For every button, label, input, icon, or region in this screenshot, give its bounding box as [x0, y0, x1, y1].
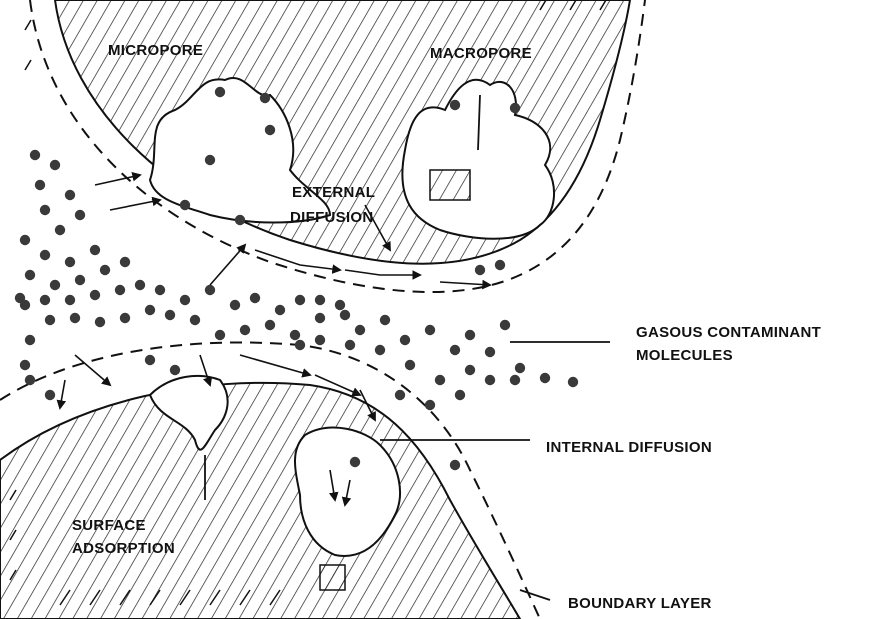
molecule — [350, 457, 360, 467]
molecule — [340, 310, 350, 320]
molecule — [35, 180, 45, 190]
molecule — [465, 330, 475, 340]
molecule — [50, 280, 60, 290]
molecule — [20, 300, 30, 310]
molecule — [135, 280, 145, 290]
molecule — [425, 400, 435, 410]
label-macropore: MACROPORE — [430, 45, 532, 62]
molecule — [40, 250, 50, 260]
molecule — [290, 330, 300, 340]
lower-particle — [0, 376, 520, 619]
molecule — [240, 325, 250, 335]
molecule — [335, 300, 345, 310]
label-micropore: MICROPORE — [108, 42, 203, 59]
label-external-diffusion-1: EXTERNAL — [292, 184, 375, 201]
molecule — [475, 265, 485, 275]
molecule — [145, 305, 155, 315]
molecule — [50, 160, 60, 170]
molecule — [90, 245, 100, 255]
molecule — [190, 315, 200, 325]
molecule — [540, 373, 550, 383]
molecule — [568, 377, 578, 387]
molecule — [25, 375, 35, 385]
molecule — [465, 365, 475, 375]
molecule — [435, 375, 445, 385]
molecule — [30, 150, 40, 160]
label-surface: SURFACE — [72, 517, 146, 534]
molecule — [405, 360, 415, 370]
molecule — [515, 363, 525, 373]
label-internal-diffusion: INTERNAL DIFFUSION — [546, 439, 712, 456]
molecule — [510, 375, 520, 385]
molecule — [180, 200, 190, 210]
molecule — [120, 313, 130, 323]
molecule — [485, 375, 495, 385]
molecule — [45, 315, 55, 325]
molecule — [100, 265, 110, 275]
molecule — [450, 345, 460, 355]
molecule — [315, 313, 325, 323]
molecule — [75, 275, 85, 285]
molecule — [170, 365, 180, 375]
molecule — [205, 155, 215, 165]
molecule — [215, 330, 225, 340]
label-external-diffusion-2: DIFFUSION — [290, 209, 374, 226]
molecule — [65, 257, 75, 267]
molecule — [205, 285, 215, 295]
molecule — [295, 340, 305, 350]
molecule — [345, 340, 355, 350]
molecule — [425, 325, 435, 335]
molecule — [90, 290, 100, 300]
molecule — [395, 390, 405, 400]
label-adsorption: ADSORPTION — [72, 540, 175, 557]
molecule — [165, 310, 175, 320]
molecule — [55, 225, 65, 235]
molecule — [145, 355, 155, 365]
molecule — [250, 293, 260, 303]
molecule — [455, 390, 465, 400]
molecule — [70, 313, 80, 323]
molecule — [230, 300, 240, 310]
label-boundary-layer: BOUNDARY LAYER — [568, 595, 712, 612]
molecule — [495, 260, 505, 270]
molecule — [450, 100, 460, 110]
molecule — [20, 235, 30, 245]
molecule — [400, 335, 410, 345]
molecule — [260, 93, 270, 103]
molecule — [315, 295, 325, 305]
molecule — [380, 315, 390, 325]
molecule — [315, 335, 325, 345]
molecule — [45, 390, 55, 400]
label-gasous-contaminant: GASOUS CONTAMINANT — [636, 324, 821, 341]
molecule — [500, 320, 510, 330]
molecule — [95, 317, 105, 327]
molecule — [25, 335, 35, 345]
molecule — [295, 295, 305, 305]
molecule — [265, 320, 275, 330]
molecule — [450, 460, 460, 470]
molecule — [355, 325, 365, 335]
molecule — [510, 103, 520, 113]
molecule — [215, 87, 225, 97]
molecule — [265, 125, 275, 135]
molecule — [25, 270, 35, 280]
molecule — [485, 347, 495, 357]
molecule — [75, 210, 85, 220]
molecule — [180, 295, 190, 305]
label-molecules: MOLECULES — [636, 347, 733, 364]
molecule — [40, 295, 50, 305]
molecule — [65, 295, 75, 305]
molecule — [20, 360, 30, 370]
molecule — [40, 205, 50, 215]
molecule — [155, 285, 165, 295]
molecule — [375, 345, 385, 355]
molecule — [115, 285, 125, 295]
molecule — [235, 215, 245, 225]
molecule — [120, 257, 130, 267]
molecule — [65, 190, 75, 200]
molecule — [275, 305, 285, 315]
